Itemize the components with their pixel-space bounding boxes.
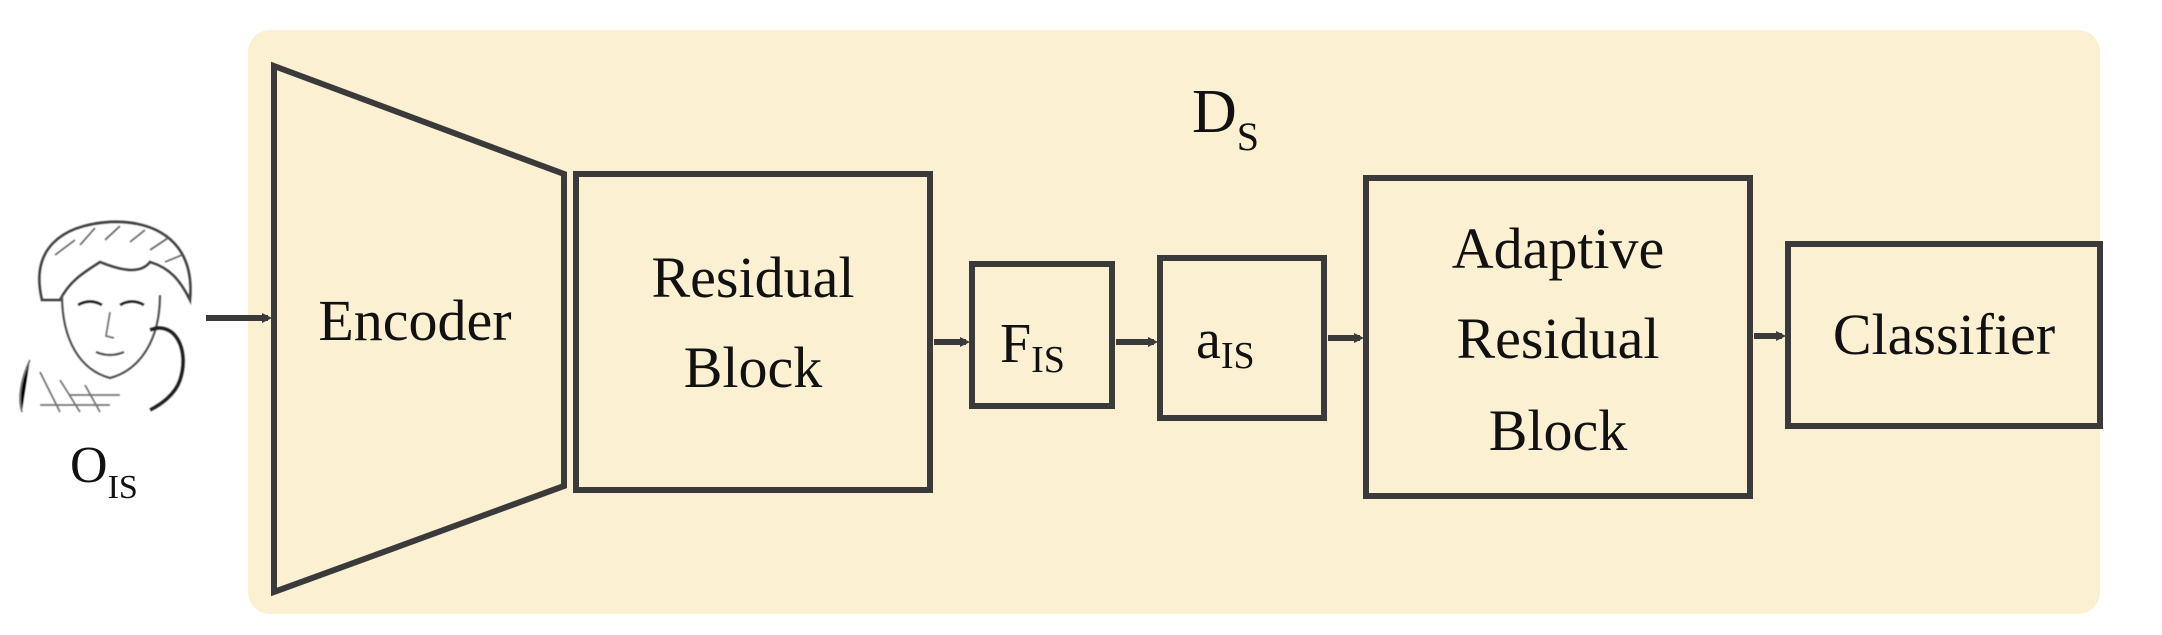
adaptive-residual-block (1363, 175, 1753, 499)
classifier-label: Classifier (1833, 302, 2055, 367)
encoder-label: Encoder (318, 288, 511, 353)
fis-label: FIS (1000, 313, 1065, 381)
input-label: OIS (70, 437, 138, 506)
encoder-block (271, 61, 567, 597)
fis-block (969, 261, 1115, 409)
adaptive-label-line3: Block (1489, 398, 1628, 463)
sketch-face-image (18, 220, 208, 413)
ais-label: aIS (1196, 309, 1255, 377)
adaptive-label-line1: Adaptive (1452, 216, 1665, 281)
residual-block (573, 171, 933, 493)
residual-label-line2: Block (684, 335, 823, 400)
classifier-block (1785, 241, 2103, 429)
ds-panel (248, 30, 2100, 614)
panel-title: DS (1192, 78, 1259, 159)
residual-label-line1: Residual (652, 245, 855, 310)
ais-block (1157, 255, 1327, 421)
adaptive-label-line2: Residual (1457, 306, 1660, 371)
